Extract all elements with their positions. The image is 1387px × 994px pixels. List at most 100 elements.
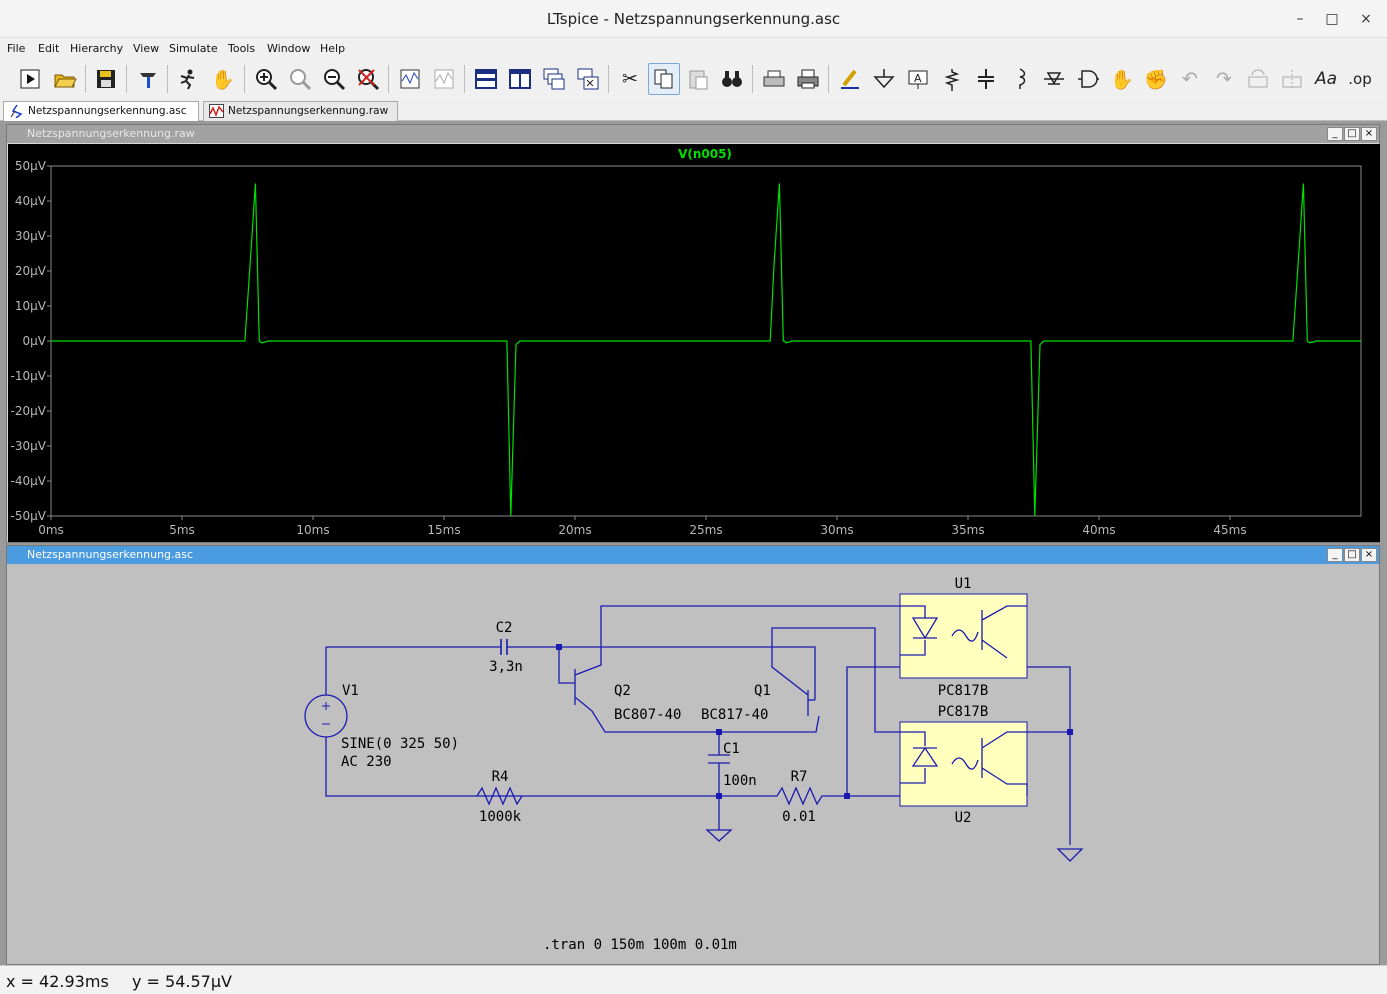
schematic-junctions xyxy=(556,644,1073,799)
schematic-canvas[interactable]: C2 3,3n V1 SINE(0 325 50) AC 230 R4 1000… xyxy=(7,565,1379,964)
clear-plot-icon[interactable] xyxy=(428,63,460,95)
toolbar-separator xyxy=(828,65,829,93)
tab-label: Netzspannungserkennung.asc xyxy=(28,105,187,117)
waveform-close-button[interactable]: × xyxy=(1361,127,1377,141)
menu-bar: File Edit Hierarchy View Simulate Tools … xyxy=(0,38,1387,60)
q1-label: Q1 xyxy=(754,683,771,699)
zoom-in-icon[interactable] xyxy=(250,63,282,95)
zoom-cancel-icon[interactable] xyxy=(352,63,384,95)
resistor-icon[interactable] xyxy=(936,63,968,95)
rotate-icon[interactable] xyxy=(1242,63,1274,95)
status-bar: x = 42.93ms y = 54.57µV xyxy=(0,965,1387,994)
x-tick-label: 30ms xyxy=(820,523,853,537)
c2-label: C2 xyxy=(496,620,513,636)
toolbar-separator xyxy=(85,65,86,93)
maximize-button[interactable]: □ xyxy=(1325,11,1339,27)
print-icon[interactable] xyxy=(792,63,824,95)
u1-label: U1 xyxy=(955,576,972,592)
c1-label: C1 xyxy=(723,741,740,757)
label-net-icon[interactable]: A xyxy=(902,63,934,95)
svg-text:A: A xyxy=(914,72,922,85)
menu-edit[interactable]: Edit xyxy=(38,42,60,55)
schematic-window-titlebar[interactable]: Netzspannungserkennung.asc _ □ × xyxy=(7,546,1379,579)
cut-icon[interactable]: ✂ xyxy=(622,68,638,90)
zoom-fit-icon[interactable] xyxy=(284,63,316,95)
q2-value: BC807-40 xyxy=(614,707,681,723)
run-icon[interactable] xyxy=(14,63,46,95)
component-icon[interactable] xyxy=(1072,63,1104,95)
menu-simulate[interactable]: Simulate xyxy=(169,42,218,55)
c2-value: 3,3n xyxy=(489,659,523,675)
zoom-out-icon[interactable] xyxy=(318,63,350,95)
schematic-maximize-button[interactable]: □ xyxy=(1344,548,1360,562)
x-tick-label: 10ms xyxy=(296,523,329,537)
spice-directive[interactable]: .tran 0 150m 100m 0.01m xyxy=(543,937,737,953)
text-icon[interactable]: Aa xyxy=(1314,69,1338,89)
y-tick-label: -10µV xyxy=(11,369,47,383)
x-tick-label: 40ms xyxy=(1082,523,1115,537)
y-tick-label: -50µV xyxy=(11,509,47,523)
drag-icon[interactable]: ✊ xyxy=(1144,68,1168,91)
tab-schematic[interactable]: Netzspannungserkennung.asc xyxy=(3,101,199,121)
u1-body[interactable] xyxy=(899,593,1028,679)
menu-hierarchy[interactable]: Hierarchy xyxy=(70,42,124,55)
halt-icon[interactable] xyxy=(172,63,204,95)
schematic-background xyxy=(7,565,1379,964)
find-icon[interactable] xyxy=(716,63,748,95)
control-panel-icon[interactable] xyxy=(132,63,164,95)
save-icon[interactable] xyxy=(90,63,122,95)
menu-help[interactable]: Help xyxy=(320,42,346,55)
waveform-window-title: Netzspannungserkennung.raw xyxy=(27,127,195,140)
paste-icon[interactable] xyxy=(682,63,714,95)
r4-value: 1000k xyxy=(479,809,522,825)
tab-waveform[interactable]: Netzspannungserkennung.raw xyxy=(203,101,398,121)
x-tick-label: 5ms xyxy=(169,523,195,537)
menu-view[interactable]: View xyxy=(133,42,160,55)
y-tick-label: 0µV xyxy=(23,334,47,348)
schematic-minimize-button[interactable]: _ xyxy=(1327,548,1343,562)
u2-body[interactable] xyxy=(899,721,1028,807)
waveform-window-titlebar[interactable]: Netzspannungserkennung.raw _ □ × xyxy=(7,125,1379,158)
close-all-icon[interactable] xyxy=(572,63,604,95)
menu-file[interactable]: File xyxy=(7,42,26,55)
pan-hand-icon[interactable]: ✋ xyxy=(211,68,235,91)
cascade-icon[interactable] xyxy=(538,63,570,95)
inductor-icon[interactable] xyxy=(1004,63,1036,95)
tile-vertical-icon[interactable] xyxy=(504,63,536,95)
v1-polarity xyxy=(322,702,330,725)
mirror-icon[interactable] xyxy=(1276,63,1308,95)
schematic-window: Netzspannungserkennung.asc _ □ × xyxy=(6,545,1380,965)
open-icon[interactable] xyxy=(49,63,81,95)
menu-tools[interactable]: Tools xyxy=(228,42,256,55)
wire-icon[interactable] xyxy=(834,63,866,95)
r7-value: 0.01 xyxy=(782,809,816,825)
redo-icon[interactable]: ↷ xyxy=(1216,68,1232,90)
diode-icon[interactable] xyxy=(1038,63,1070,95)
minimize-button[interactable]: – xyxy=(1296,11,1304,27)
schematic-icon xyxy=(10,104,23,118)
ground-icon[interactable] xyxy=(868,63,900,95)
cursor-x-readout: x = 42.93ms xyxy=(6,972,109,991)
document-tabs: Netzspannungserkennung.asc Netzspannungs… xyxy=(0,99,1387,121)
y-tick-label: 20µV xyxy=(15,264,47,278)
x-tick-label: 45ms xyxy=(1213,523,1246,537)
spice-directive-icon[interactable]: .op xyxy=(1348,70,1372,88)
print-setup-icon[interactable] xyxy=(758,63,790,95)
move-icon[interactable]: ✋ xyxy=(1110,68,1134,91)
undo-icon[interactable]: ↶ xyxy=(1182,68,1198,90)
waveform-minimize-button[interactable]: _ xyxy=(1327,127,1343,141)
waveform-maximize-button[interactable]: □ xyxy=(1344,127,1360,141)
copy-icon[interactable] xyxy=(648,63,680,95)
close-button[interactable]: × xyxy=(1360,11,1372,27)
waveform-plot[interactable]: V(n005) 50µV40µV30µV20µV10µV0µV-10µV-20µ… xyxy=(8,144,1380,542)
v1-label: V1 xyxy=(342,683,359,699)
trace-label[interactable]: V(n005) xyxy=(678,147,732,161)
toolbar-separator xyxy=(752,65,753,93)
y-tick-label: 40µV xyxy=(15,194,47,208)
x-tick-label: 0ms xyxy=(38,523,64,537)
schematic-close-button[interactable]: × xyxy=(1361,548,1377,562)
autorange-icon[interactable] xyxy=(394,63,426,95)
tile-horizontal-icon[interactable] xyxy=(470,63,502,95)
menu-window[interactable]: Window xyxy=(267,42,311,55)
capacitor-icon[interactable] xyxy=(970,63,1002,95)
